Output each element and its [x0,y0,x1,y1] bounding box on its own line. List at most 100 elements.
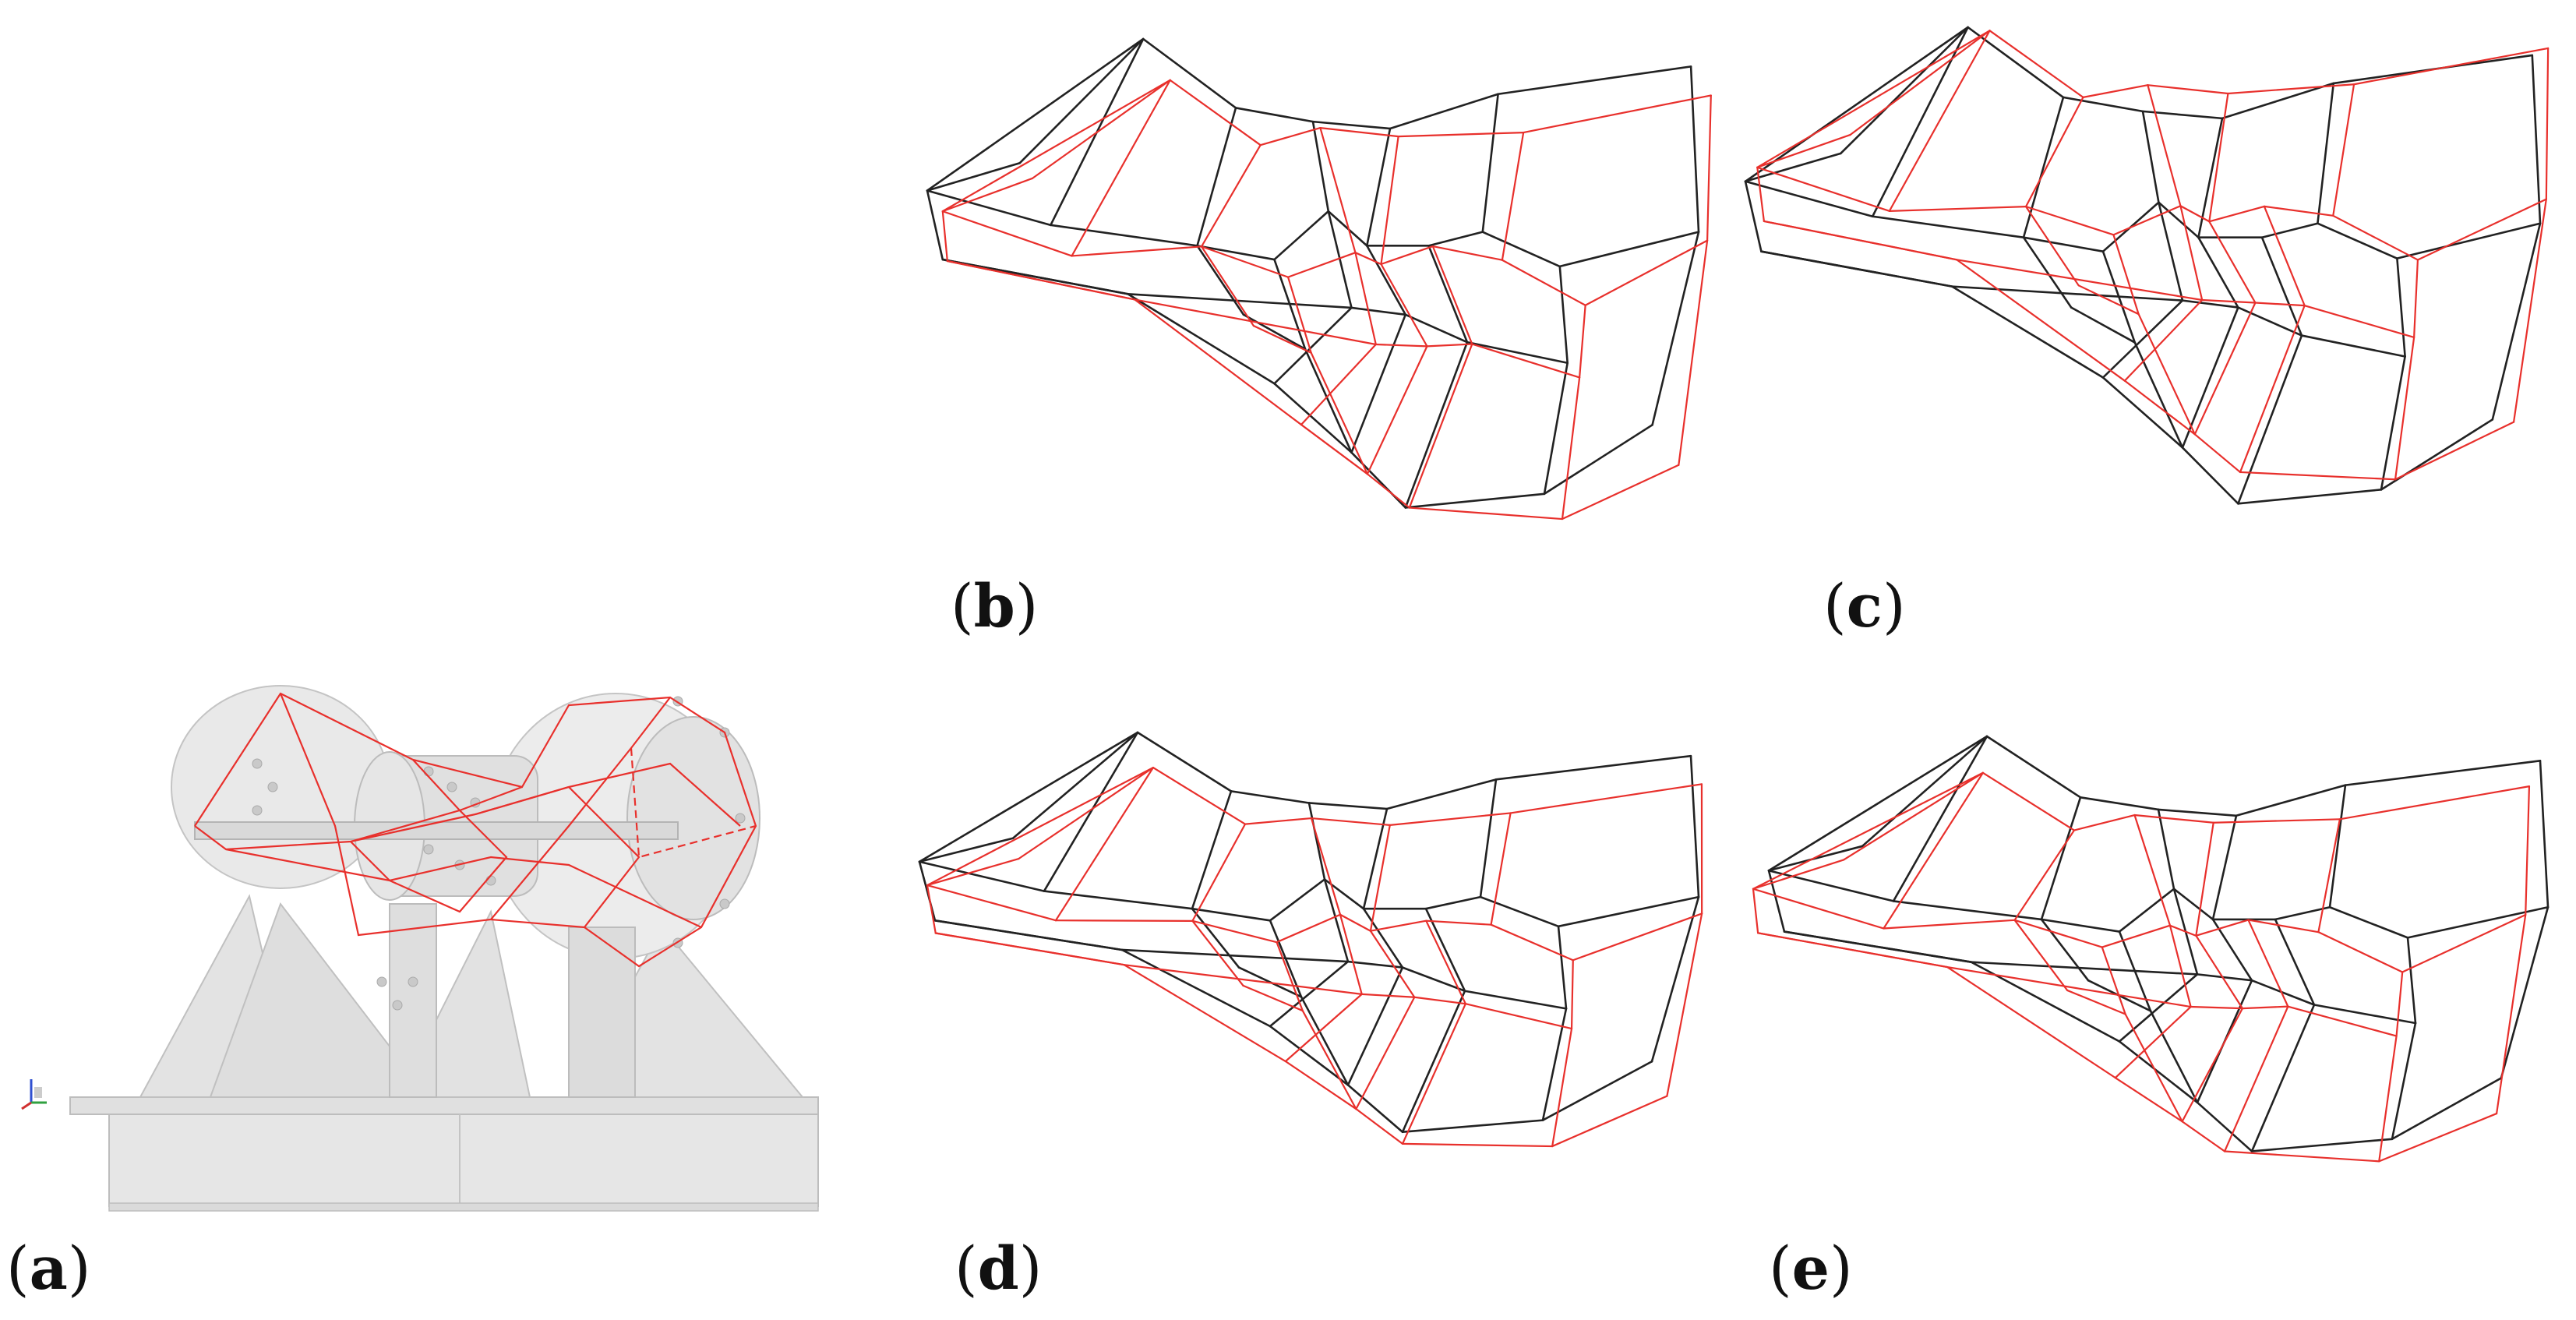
panel-label-b: (b) [951,571,1039,641]
reference-wireframe-edge [1196,107,1237,247]
reference-wireframe-edge [1767,869,1895,902]
deformed-wireframe-edge [2247,919,2320,934]
reference-wireframe-edge [1327,210,1368,247]
deformed-wireframe-edge [1572,912,1703,962]
reference-wireframe [918,731,1700,1134]
reference-wireframe-edge [1269,878,1326,922]
reference-wireframe-edge [1783,930,1973,964]
deformed-wireframe-edge [2239,471,2397,481]
reference-wireframe-edge [2149,1010,2199,1104]
reference-wireframe-edge [1950,285,2184,302]
deformed-wireframe-edge [1380,136,1399,266]
deformed-wireframe-edge [2263,205,2334,217]
reference-wireframe-edge [2380,355,2406,491]
deformed-wireframe-edge [2133,814,2214,824]
reference-wireframe-edge [2317,82,2335,225]
reference-wireframe-edge [1304,348,1353,454]
cad-model-illustration [21,685,819,1212]
deformed-wireframe-edge [1408,343,1473,509]
reference-wireframe-edge [1346,1084,1404,1134]
deformed-wireframe-edge [2378,1035,2398,1163]
deformed-wireframe-edge [1401,1003,1467,1145]
deformed-wireframe-edge [1018,767,1155,860]
reference-wireframe-edge [2022,236,2105,252]
reference-wireframe-edge [918,837,1015,863]
deformed-wireframe-edge [2394,421,2515,481]
deformed-wireframe-edge [926,884,937,934]
deformed-wireframe-edge [2101,946,2126,1015]
reference-wireframe-edge [1861,735,1988,848]
reference-wireframe-edge [1120,948,1350,963]
deformed-wireframe-edge [2352,47,2550,86]
deformed-wireframe-edge [1706,94,1712,242]
deformed-wireframe-edge [2212,818,2341,824]
reference-wireframe-edge [1242,313,1307,351]
reference-wireframe-edge [2235,784,2347,817]
deformed-wireframe-edge [2147,84,2182,207]
reference-wireframe-edge [2500,905,2550,1079]
reference-wireframe-edge [1744,180,1874,218]
deformed-wireframe-edge [2179,205,2204,302]
reference-wireframe-edge [1760,250,1953,288]
deformed-wireframe-edge [1752,859,1845,890]
reference-wireframe-edge [1365,127,1392,247]
reference-wireframe-edge [2237,306,2303,337]
deformed-wireframe-edge [1883,919,2016,930]
reference-wireframe-edge [2118,888,2175,933]
deformed-wireframe-edge [2317,931,2404,973]
reference-wireframe-edge [2157,808,2175,891]
wireframe-d [918,731,1703,1148]
reference-wireframe-edge [2040,796,2082,921]
reference-wireframe-edge [2391,1022,2417,1141]
deformed-wireframe-edge [1756,30,1991,168]
reference-wireframe-edge [1543,362,1569,496]
deformed-wireframe-edge [2239,305,2306,474]
reference-wireframe-edge [918,731,1139,863]
deformed-wireframe-edge [1666,912,1703,1097]
deformed-wireframe-edge [1431,245,1504,261]
reference-wireframe-edge [1350,451,1407,509]
deformed-wireframe-edge [1152,767,1247,825]
reference-wireframe-edge [1871,26,1969,218]
reference-wireframe-edge [2250,979,2316,1006]
reference-wireframe-edge [2260,222,2319,239]
reference-wireframe-edge [2396,222,2542,259]
reference-wireframe-edge [1127,292,1353,309]
deformed-wireframe [1756,30,2550,481]
deformed-wireframe-edge [2190,1005,2244,1010]
deformed-wireframe-edge [1123,964,1286,1063]
reference-wireframe-edge [926,161,1022,192]
deformed-wireframe-edge [1956,259,2126,382]
reference-wireframe-edge [2406,905,2550,939]
deformed-wireframe-edge [934,932,1125,966]
reference-wireframe-edge [1689,754,1700,898]
deformed-wireframe-edge [1300,343,1377,426]
deformed-wireframe-edge [1319,127,1357,254]
panel-e [1752,721,2564,1173]
deformed-wireframe-edge [2401,913,2527,973]
reference-wireframe-edge [1327,210,1353,309]
deformed-wireframe-edge [1401,1142,1554,1148]
deformed-wireframe-edge [1756,166,1765,222]
reference-wireframe-edge [2211,814,2238,921]
deformed-wireframe-edge [2101,924,2172,948]
reference-wireframe-edge [926,37,1145,192]
reference-wireframe-edge [1401,966,1466,993]
deformed-wireframe-edge [1756,133,1851,168]
reference-wireframe-edge [1401,1119,1544,1134]
reference-wireframe-edge [1401,990,1466,1134]
reference-wireframe-edge [1191,907,1272,922]
reference-wireframe-edge [1543,424,1653,496]
reference-wireframe-edge [1871,215,2025,239]
deformed-wireframe-edge [1134,298,1377,346]
deformed-wireframe-edge [1956,259,2204,302]
reference-wireframe-edge [1744,180,1763,252]
deformed-wireframe-edge [1888,30,1991,212]
deformed-wireframe-edge [1354,252,1382,266]
deformed-wireframe-edge [2114,1077,2183,1123]
deformed-wireframe-edge [926,857,1020,887]
panel-label-d: (d) [955,1234,1043,1303]
deformed-wireframe-edge [941,210,1073,257]
reference-wireframe [1744,26,2542,505]
deformed-wireframe-edge [2208,205,2266,223]
